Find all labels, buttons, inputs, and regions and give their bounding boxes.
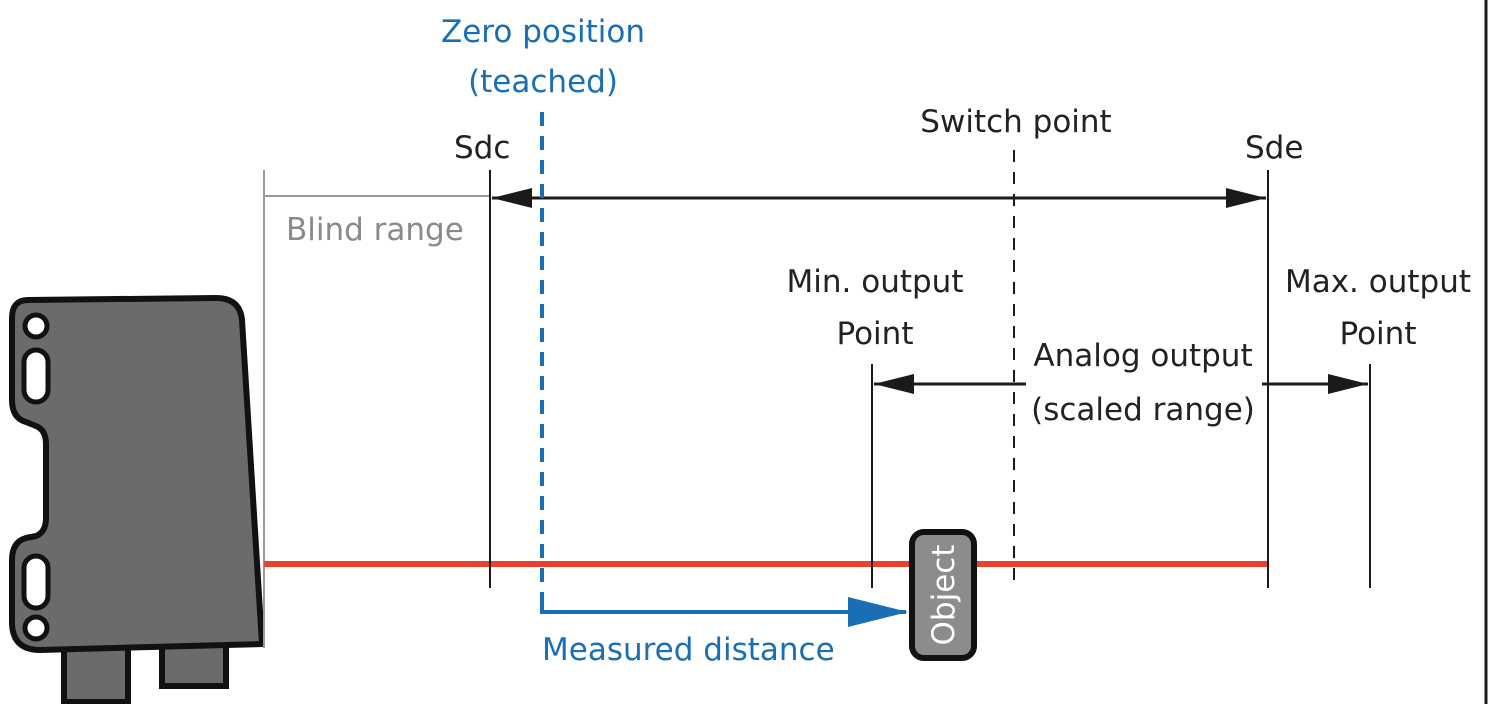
sdc-label: Sdc xyxy=(454,130,510,166)
max-output-label-line1: Max. output xyxy=(1285,264,1471,300)
analog-output-label-line2: (scaled range) xyxy=(1031,392,1255,428)
max-output-label-line2: Point xyxy=(1340,316,1417,352)
mount-slot-lower xyxy=(21,553,51,611)
mount-hole-bottom xyxy=(22,614,50,642)
sensor-icon xyxy=(9,295,265,704)
mount-hole-top xyxy=(22,312,50,340)
min-output-label-line1: Min. output xyxy=(787,264,964,300)
analog-output-label-bg xyxy=(1026,332,1262,436)
min-output-label-line2: Point xyxy=(837,316,914,352)
mount-slot-upper xyxy=(21,347,51,405)
object-label: Object xyxy=(926,545,962,646)
measured-distance-arrow xyxy=(540,596,908,627)
object-icon xyxy=(909,529,977,661)
zero-position-label-line2: (teached) xyxy=(468,64,618,100)
analog-output-label-line1: Analog output xyxy=(1033,338,1252,374)
zero-position-label-line1: Zero position xyxy=(441,14,645,50)
sde-label: Sde xyxy=(1245,130,1303,166)
sensor-body xyxy=(9,295,265,653)
measured-distance-label: Measured distance xyxy=(542,632,835,668)
switch-point-label: Switch point xyxy=(920,104,1111,140)
blind-range-label: Blind range xyxy=(286,212,464,248)
